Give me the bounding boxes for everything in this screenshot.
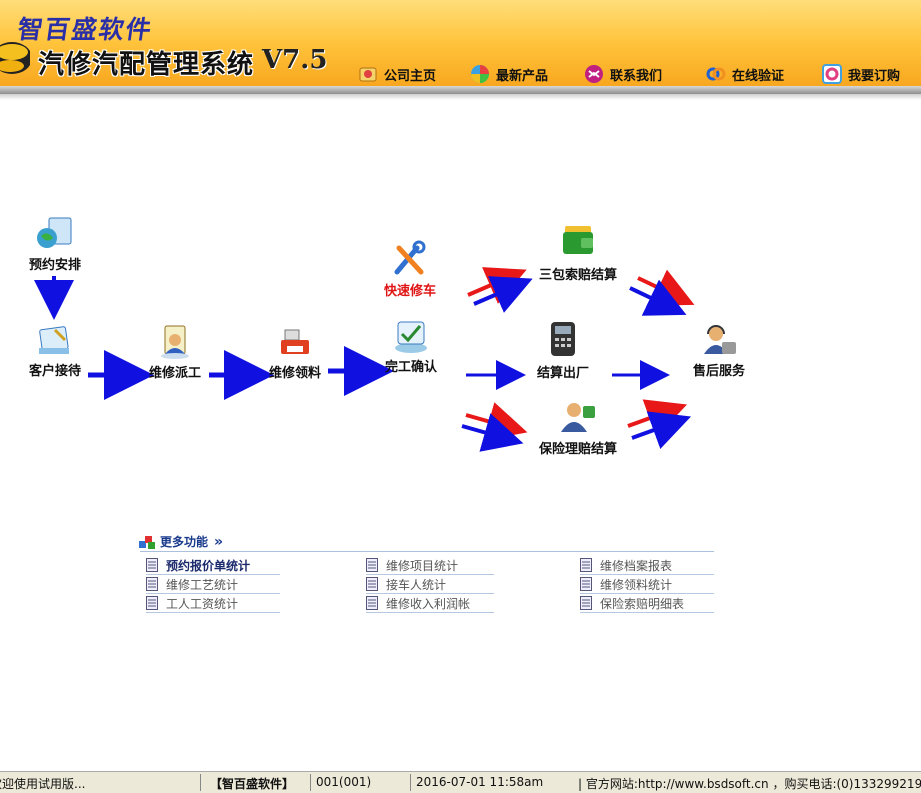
document-icon — [146, 577, 158, 591]
nav-products-label: 最新产品 — [496, 68, 549, 84]
dispatch-icon — [161, 325, 189, 359]
status-website: | 官方网站:http://www.bsdsoft.cn ，购买电话:(0)13… — [578, 777, 921, 791]
nav-verify[interactable]: 在线验证 — [706, 62, 784, 86]
document-icon — [146, 596, 158, 610]
more-functions-divider — [140, 551, 714, 552]
link-repair-archive-report[interactable]: 维修档案报表 — [580, 556, 714, 575]
home-icon — [359, 67, 377, 82]
status-datetime: 2016-07-01 11:58am — [416, 775, 544, 789]
status-user: 001(001) — [316, 775, 372, 789]
order-icon — [822, 64, 842, 84]
app-header: 智百盛软件 汽修汽配管理系统 V7.5 公司主页 最新产品 联系我们 在线验证 … — [0, 0, 921, 94]
flow-label-reservation: 预约安排 — [28, 258, 81, 273]
flow-node-quick-repair[interactable]: 快速修车 — [372, 240, 448, 299]
flow-node-reservation[interactable]: 预约安排 — [22, 212, 88, 273]
pos-terminal-icon — [551, 322, 575, 356]
header-shadow — [0, 94, 921, 100]
nav-contact-label: 联系我们 — [610, 68, 663, 84]
tools-icon — [394, 240, 426, 275]
link-repair-item-stats[interactable]: 维修项目统计 — [366, 556, 494, 575]
flow-node-reception[interactable]: 客户接待 — [22, 322, 88, 379]
link-label: 保险索赔明细表 — [600, 596, 685, 611]
flow-label-dispatch: 维修派工 — [148, 366, 201, 381]
more-functions-header: 更多功能 » — [138, 533, 223, 550]
car-logo-icon — [0, 42, 30, 74]
nav-contact[interactable]: 联系我们 — [584, 62, 662, 86]
link-label: 维修项目统计 — [386, 558, 459, 573]
document-icon — [580, 596, 592, 610]
link-receiver-stats[interactable]: 接车人统计 — [366, 575, 494, 594]
link-repair-process-stats[interactable]: 维修工艺统计 — [146, 575, 280, 594]
flow-label-reception: 客户接待 — [28, 364, 81, 379]
link-label: 接车人统计 — [386, 577, 447, 592]
link-label: 维修工艺统计 — [166, 577, 239, 592]
link-label: 维修收入利润帐 — [386, 596, 471, 611]
system-version: V7.5 — [262, 45, 328, 75]
flow-label-warranty-settlement: 三包索赔结算 — [538, 268, 617, 283]
document-icon — [366, 558, 378, 572]
document-icon — [366, 577, 378, 591]
link-label: 预约报价单统计 — [166, 558, 251, 573]
materials-icon — [281, 329, 309, 354]
nav-home[interactable]: 公司主页 — [358, 62, 436, 86]
nav-products[interactable]: 最新产品 — [470, 62, 548, 86]
document-icon — [580, 558, 592, 572]
status-company: 【智百盛软件】 — [210, 777, 295, 791]
flow-node-insurance-settlement[interactable]: 保险理赔结算 — [530, 400, 626, 457]
flow-node-materials[interactable]: 维修领料 — [262, 326, 328, 381]
nav-order[interactable]: 我要订购 — [822, 62, 900, 86]
products-icon — [471, 65, 489, 83]
reservation-icon — [37, 217, 72, 248]
flow-node-warranty-settlement[interactable]: 三包索赔结算 — [530, 222, 626, 283]
customer-service-icon — [704, 325, 736, 354]
contact-icon — [585, 65, 603, 83]
verify-icon — [706, 67, 726, 81]
flow-node-dispatch[interactable]: 维修派工 — [142, 324, 208, 381]
link-worker-wage-stats[interactable]: 工人工资统计 — [146, 594, 280, 613]
status-separator — [410, 774, 411, 791]
chevron-double-right-icon: » — [214, 533, 224, 550]
more-functions-title: 更多功能 — [160, 535, 209, 549]
link-insurance-claim-detail[interactable]: 保险索赔明细表 — [580, 594, 714, 613]
link-repair-income-profit[interactable]: 维修收入利润帐 — [366, 594, 494, 613]
document-icon — [580, 577, 592, 591]
status-welcome: 欢迎使用试用版... — [0, 777, 86, 791]
system-name: 汽修汽配管理系统 — [38, 50, 255, 80]
status-separator — [310, 774, 311, 791]
reception-icon — [39, 326, 69, 354]
flow-node-checkout[interactable]: 结算出厂 — [530, 320, 596, 381]
wallet-icon — [563, 226, 593, 254]
document-icon — [146, 558, 158, 572]
insurance-agent-icon — [561, 403, 595, 432]
link-label: 维修领料统计 — [600, 577, 673, 592]
link-label: 工人工资统计 — [166, 596, 239, 611]
flow-label-quick-repair: 快速修车 — [383, 284, 436, 299]
document-icon — [366, 596, 378, 610]
status-bar: 欢迎使用试用版... 【智百盛软件】 001(001) 2016-07-01 1… — [0, 771, 921, 793]
flow-label-completion: 完工确认 — [384, 360, 437, 375]
flow-node-completion[interactable]: 完工确认 — [376, 318, 446, 375]
flow-label-checkout: 结算出厂 — [536, 366, 589, 381]
flow-label-after-sales: 售后服务 — [692, 364, 745, 379]
link-reservation-quote-stats[interactable]: 预约报价单统计 — [146, 556, 280, 575]
completion-icon — [395, 321, 427, 353]
header-divider — [0, 86, 921, 94]
nav-home-label: 公司主页 — [384, 68, 437, 84]
link-label: 维修档案报表 — [600, 558, 673, 573]
flow-label-insurance-settlement: 保险理赔结算 — [538, 442, 617, 457]
status-separator — [200, 774, 201, 791]
flow-label-materials: 维修领料 — [268, 366, 321, 381]
nav-order-label: 我要订购 — [848, 68, 901, 84]
link-repair-materials-stats[interactable]: 维修领料统计 — [580, 575, 714, 594]
blocks-icon — [139, 535, 155, 549]
nav-verify-label: 在线验证 — [732, 68, 785, 84]
flow-node-after-sales[interactable]: 售后服务 — [686, 322, 752, 379]
